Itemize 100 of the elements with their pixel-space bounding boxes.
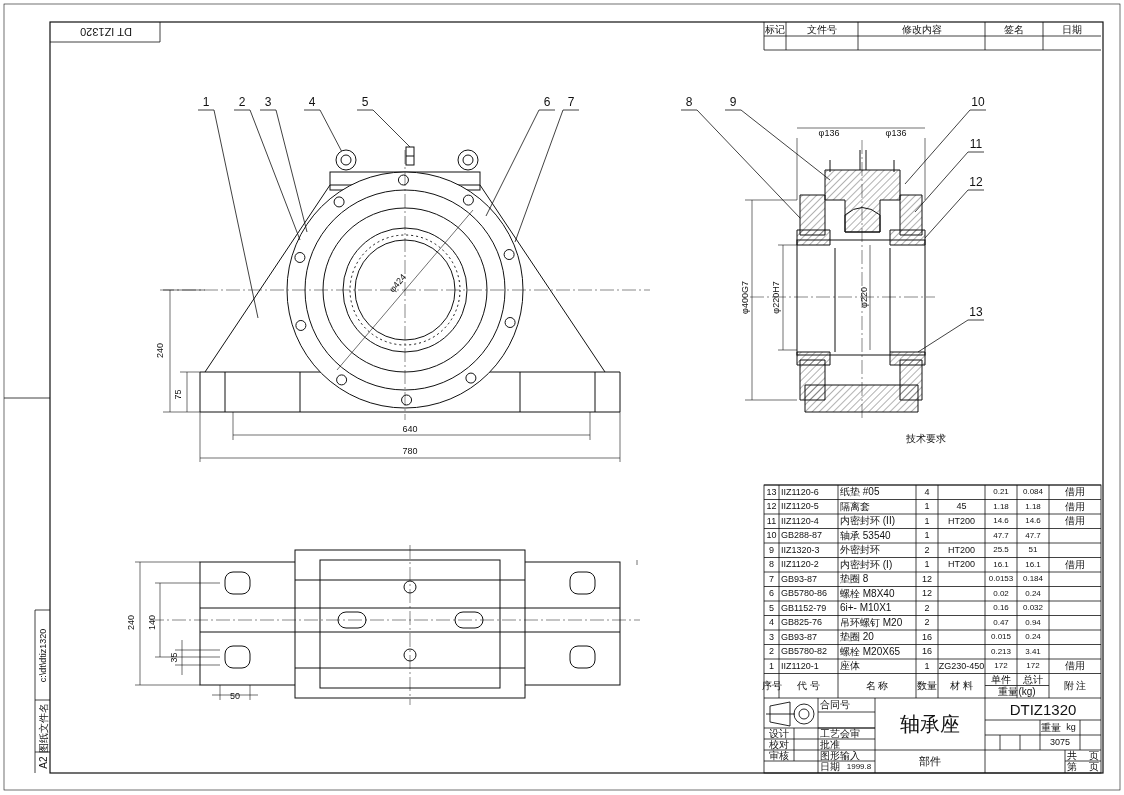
table-text: 0.084 (1022, 486, 1044, 499)
table-text: 8 (768, 558, 775, 572)
table-text: 3 (768, 630, 775, 644)
table-text: A2 (36, 754, 49, 771)
oil-cup-drawing (405, 146, 415, 166)
table-text: 重量(kg) (997, 685, 1037, 698)
table-text: 合同号 (819, 698, 851, 712)
table-text: 轴承座 (899, 712, 961, 737)
table-text: 13 (765, 485, 778, 499)
table-text: 16.1 (1024, 558, 1042, 571)
callout-number: 6 (539, 95, 555, 110)
callout-number: 11 (968, 137, 984, 152)
table-text: 借用 (1064, 485, 1086, 500)
table-text: 9 (768, 543, 775, 557)
table-text: 图形输入 (819, 750, 861, 761)
table-text: 座体 (839, 659, 861, 674)
table-text: 轴承 53540 (839, 528, 892, 543)
leader-line (724, 109, 831, 181)
dimension-text: 240 (125, 613, 137, 632)
table-text: 51 (1027, 544, 1039, 557)
table-text: 47.7 (1024, 529, 1042, 542)
table-text: 总计 (1022, 673, 1044, 686)
table-text: 1.18 (1024, 500, 1042, 513)
table-text: 0.24 (1024, 587, 1042, 600)
table-text: 1 (923, 529, 931, 543)
table-text: 吊环螺钉 M20 (839, 615, 904, 630)
dimension-text: 240 (154, 341, 166, 360)
table-text: 借用 (1064, 499, 1086, 514)
leader-line (917, 319, 985, 353)
callout-number: 2 (234, 95, 250, 110)
callout-number: 1 (198, 95, 214, 110)
dimension-text: φ136 (817, 127, 841, 139)
table-text: 2 (923, 601, 931, 615)
table-text: 内密封环 (II) (839, 514, 896, 529)
table-text: 工艺会审 (819, 728, 861, 739)
dimension-text: 640 (401, 423, 419, 435)
table-text: 重量 (1040, 720, 1062, 735)
table-text: GB288-87 (780, 529, 824, 543)
table-text: 页 (1088, 761, 1100, 773)
table-text: 16.1 (992, 558, 1010, 571)
table-text: 共 (1066, 750, 1078, 761)
leader-line (356, 109, 411, 148)
table-text: GB5780-82 (780, 645, 829, 659)
table-text: 4 (923, 485, 931, 499)
table-text: 0.0153 (987, 573, 1015, 586)
table-text: 设计 (768, 728, 790, 739)
table-text: 1 (923, 514, 931, 528)
table-text: 11 (765, 514, 778, 528)
table-text: 2 (923, 543, 931, 557)
table-text: 2 (768, 645, 775, 659)
callout-number: 8 (681, 95, 697, 110)
leader-line (303, 109, 342, 152)
leader-line (904, 109, 987, 185)
leader-line (680, 109, 801, 219)
leader-line (485, 109, 556, 217)
table-text: 6 (768, 587, 775, 601)
table-text: 垫圈 8 (839, 572, 870, 587)
lifting-eye-drawing (335, 149, 357, 171)
table-text: GB825-76 (780, 616, 824, 630)
table-text: 12 (921, 587, 933, 601)
table-text: 附 注 (1062, 678, 1088, 693)
table-text: 7 (768, 572, 775, 586)
header-text: 日期 (1061, 23, 1083, 36)
table-text: 0.16 (992, 602, 1010, 615)
table-text: 12 (765, 500, 778, 514)
callout-number: 9 (725, 95, 741, 110)
table-text: 垫圈 20 (839, 630, 875, 645)
table-text: IIZ1120-4 (780, 514, 820, 528)
table-text: 10 (765, 529, 778, 543)
callout-number: 5 (357, 95, 373, 110)
table-text: 1 (923, 500, 931, 514)
table-text: 0.213 (990, 645, 1012, 658)
table-text: 4 (768, 616, 775, 630)
table-text: kg (1065, 721, 1077, 734)
table-text: 螺栓 M8X40 (839, 586, 896, 601)
table-text: 5 (768, 601, 775, 615)
table-text: 批准 (819, 739, 840, 750)
callout-number: 12 (968, 175, 984, 190)
dimension-text: 35 (168, 651, 180, 664)
header-text: 修改内容 (900, 23, 943, 36)
table-text: 借用 (1064, 659, 1086, 674)
dimension-text: 780 (401, 445, 419, 457)
table-text: HT200 (947, 514, 976, 528)
table-text: 0.94 (1024, 616, 1042, 629)
table-text: 172 (1025, 660, 1041, 673)
table-text: IIZ1120-5 (780, 500, 820, 514)
table-text: 0.02 (992, 587, 1010, 600)
table-text: 14.6 (992, 515, 1010, 528)
table-text: 1999.8 (845, 761, 873, 773)
table-text: 螺栓 M20X65 (839, 644, 902, 659)
table-text: 日期 (819, 761, 840, 773)
table-text: 0.015 (990, 631, 1012, 644)
header-text: 标记 (764, 23, 786, 36)
table-text: 第 (1066, 761, 1078, 773)
table-text: 外密封环 (839, 543, 881, 558)
table-text: 25.5 (992, 544, 1010, 557)
table-text: 0.032 (1022, 602, 1044, 615)
callout-number: 3 (260, 95, 276, 110)
table-text: IIZ1120-1 (780, 659, 820, 673)
table-text: HT200 (947, 558, 976, 572)
